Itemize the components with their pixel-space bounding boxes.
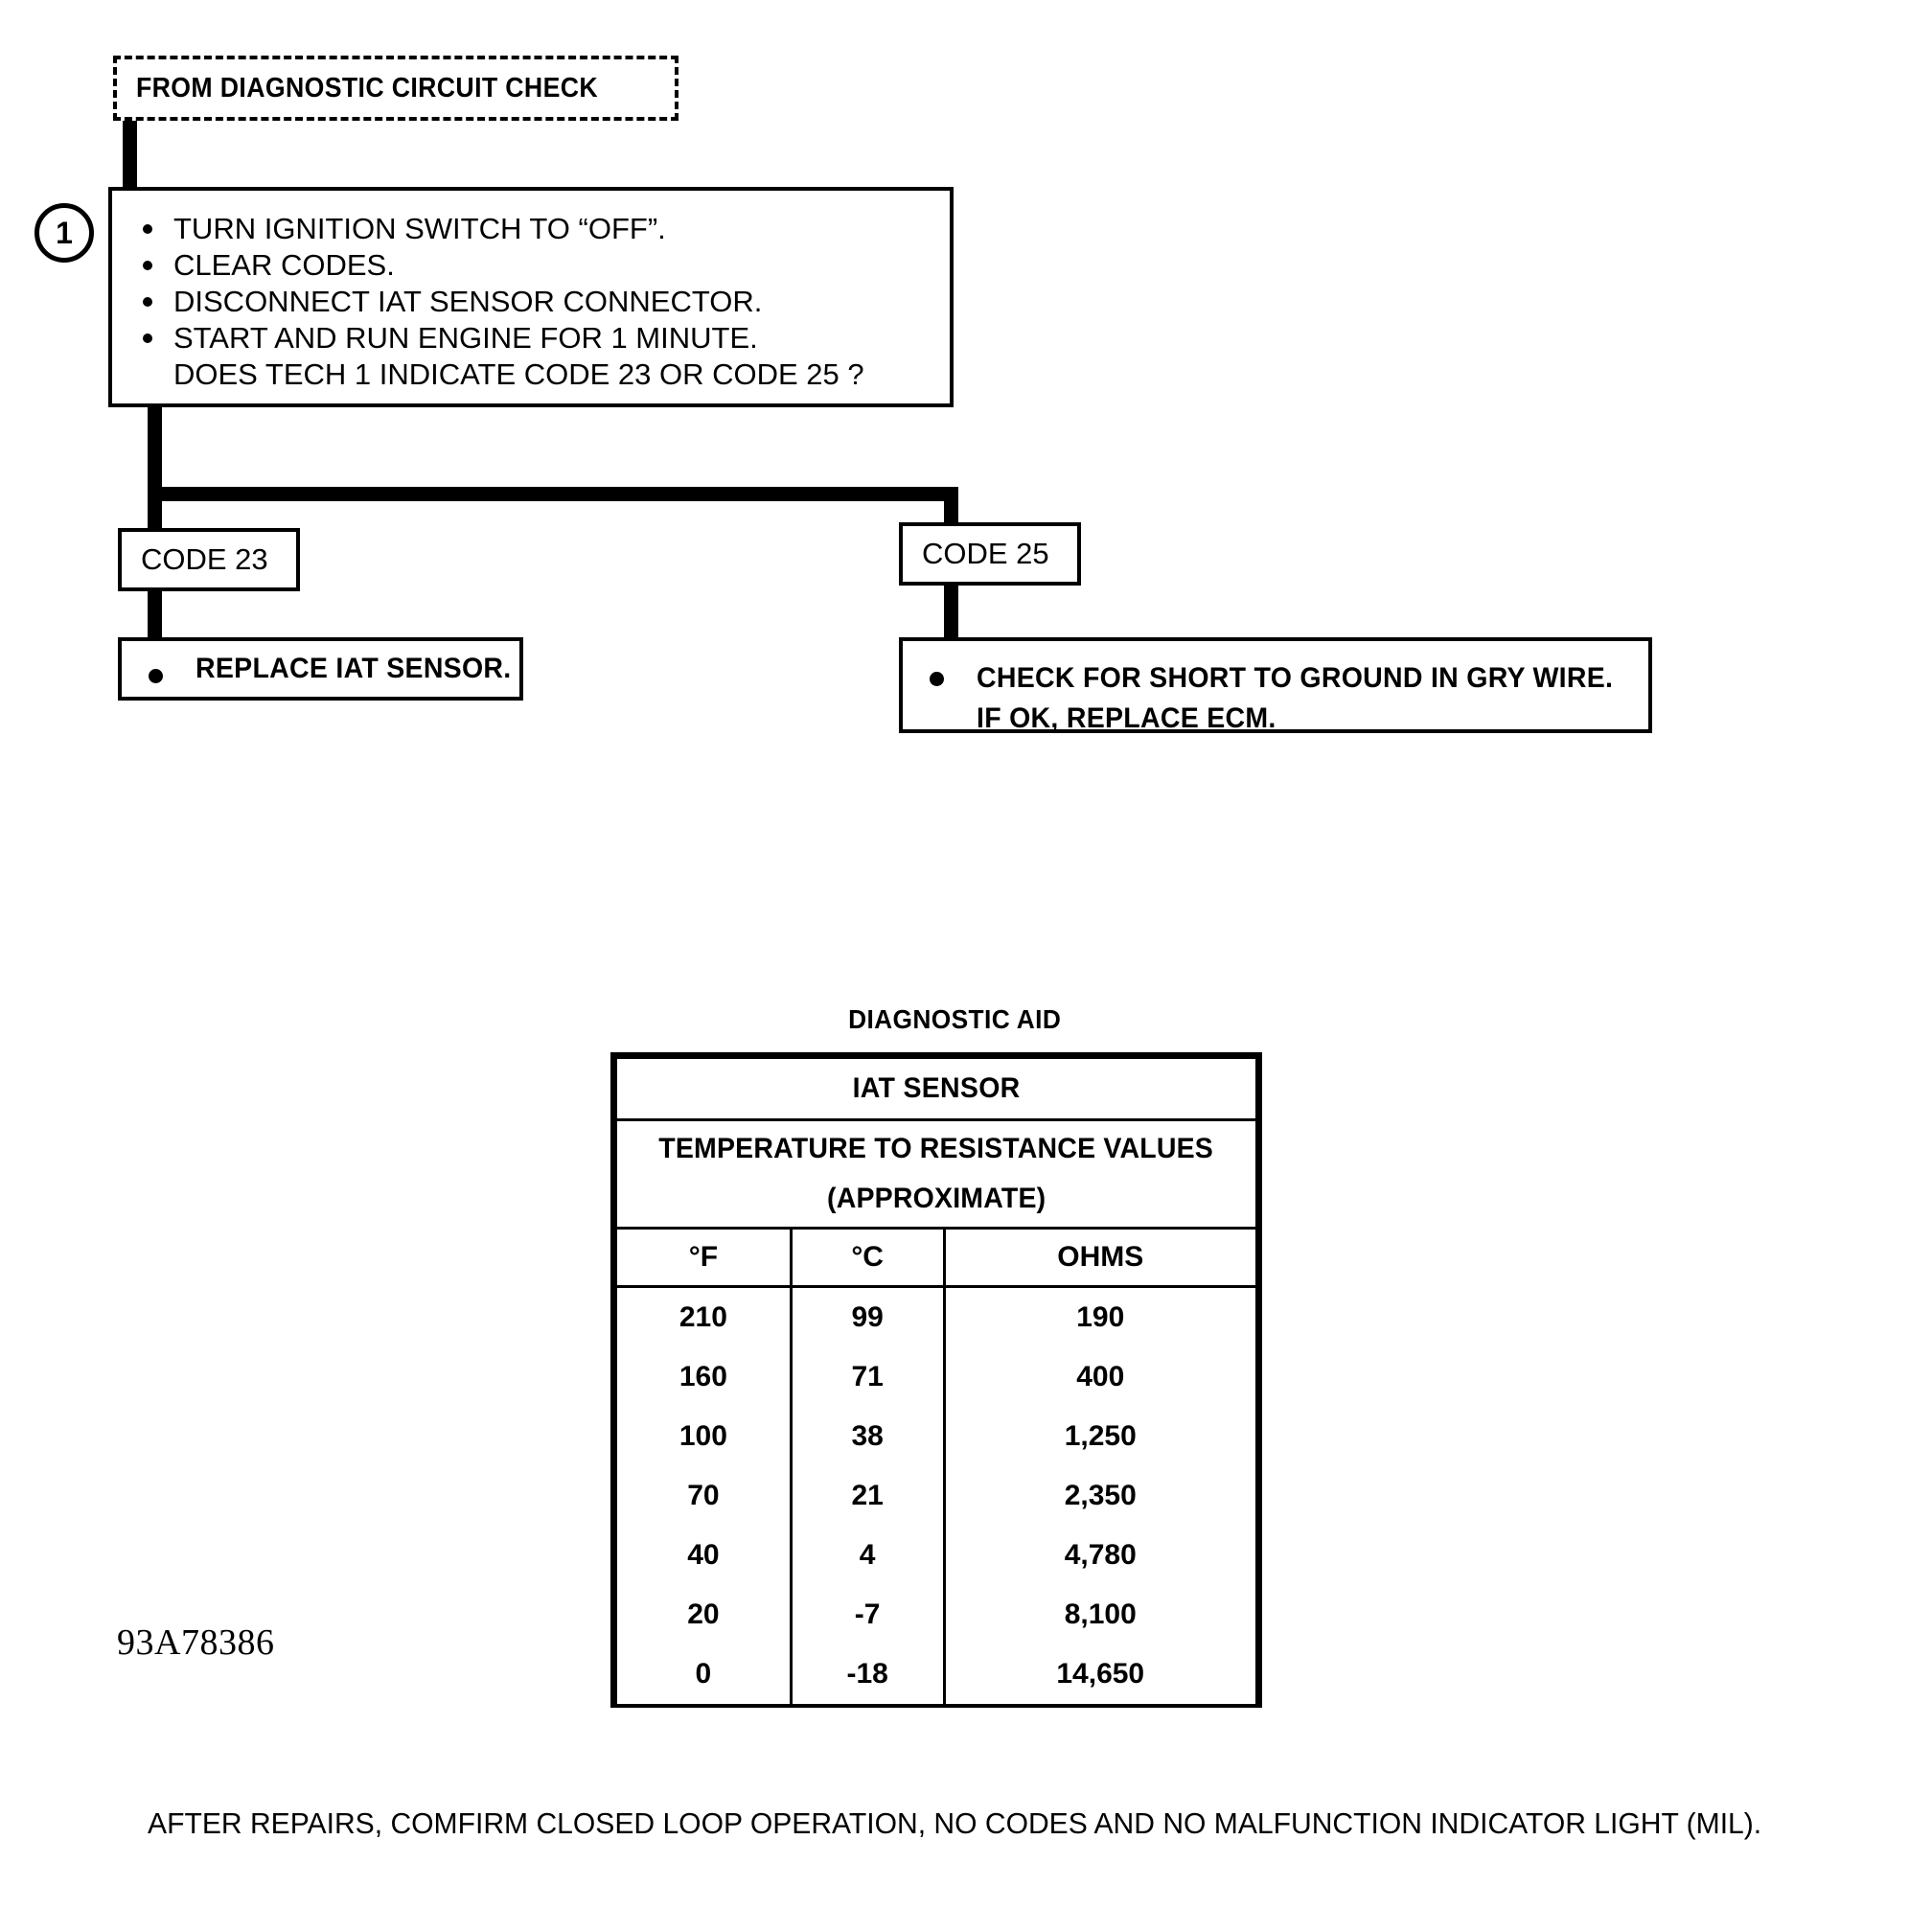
cell-fahrenheit: 40 [614, 1526, 793, 1585]
table-row: 20 -7 8,100 [614, 1585, 1258, 1644]
table-subtitle-row: TEMPERATURE TO RESISTANCE VALUES (APPROX… [614, 1118, 1258, 1230]
connector-entry-to-step1 [123, 121, 137, 188]
table-row: 160 71 400 [614, 1347, 1258, 1407]
table-row: 210 99 190 [614, 1285, 1258, 1347]
column-header-celsius: °C [789, 1227, 946, 1288]
connector-to-code25 [944, 487, 958, 525]
table-row: 70 21 2,350 [614, 1466, 1258, 1526]
cell-fahrenheit: 210 [614, 1285, 793, 1347]
code-25-label: CODE 25 [922, 537, 1049, 570]
instruction-text: TURN IGNITION SWITCH TO “OFF”. [173, 212, 666, 245]
footer-note-text: AFTER REPAIRS, COMFIRM CLOSED LOOP OPERA… [147, 1806, 1762, 1840]
action-box-replace-iat-sensor: REPLACE IAT SENSOR. [118, 637, 523, 701]
table-row: 100 38 1,250 [614, 1407, 1258, 1466]
instruction-bullet: TURN IGNITION SWITCH TO “OFF”. [133, 212, 950, 245]
table-row: 40 4 4,780 [614, 1526, 1258, 1585]
footer-note: AFTER REPAIRS, COMFIRM CLOSED LOOP OPERA… [0, 1806, 1909, 1841]
bullet-dot-icon [143, 261, 152, 270]
bullet-dot-icon [149, 668, 163, 683]
cell-ohms: 2,350 [942, 1466, 1258, 1526]
connector-code23-to-action [148, 591, 162, 639]
bullet-dot-icon [143, 334, 152, 343]
code-23-label: CODE 23 [141, 542, 268, 576]
bullet-dot-icon [143, 224, 152, 234]
table-subtitle-line1: TEMPERATURE TO RESISTANCE VALUES [658, 1133, 1214, 1164]
column-header-fahrenheit: °F [614, 1227, 793, 1288]
action-text: REPLACE IAT SENSOR. [196, 653, 512, 684]
table-title-row: IAT SENSOR [614, 1056, 1258, 1121]
step-number-badge: 1 [34, 203, 94, 263]
column-header-ohms: OHMS [942, 1227, 1258, 1288]
cell-fahrenheit: 160 [614, 1347, 793, 1407]
cell-ohms: 400 [942, 1347, 1258, 1407]
bullet-dot-icon [930, 672, 944, 686]
cell-celsius: -18 [789, 1644, 946, 1704]
code-25-box: CODE 25 [899, 522, 1081, 586]
action-text: CHECK FOR SHORT TO GROUND IN GRY WIRE. [977, 662, 1614, 694]
bullet-dot-icon [143, 297, 152, 307]
diagnostic-aid-title-text: DIAGNOSTIC AID [847, 1004, 1062, 1034]
iat-sensor-resistance-table: IAT SENSOR TEMPERATURE TO RESISTANCE VAL… [610, 1052, 1262, 1708]
cell-fahrenheit: 0 [614, 1644, 793, 1704]
code-23-box: CODE 23 [118, 528, 300, 591]
cell-celsius: -7 [789, 1585, 946, 1644]
action-text: IF OK, REPLACE ECM. [977, 702, 1276, 734]
instruction-text: DISCONNECT IAT SENSOR CONNECTOR. [173, 285, 763, 318]
cell-celsius: 4 [789, 1526, 946, 1585]
cell-ohms: 8,100 [942, 1585, 1258, 1644]
table-title-text: IAT SENSOR [852, 1072, 1021, 1104]
instruction-bullet: DISCONNECT IAT SENSOR CONNECTOR. [133, 285, 950, 318]
cell-celsius: 38 [789, 1407, 946, 1466]
cell-celsius: 99 [789, 1285, 946, 1347]
connector-to-code23 [148, 487, 162, 530]
instruction-text: CLEAR CODES. [173, 248, 395, 282]
table-subtitle-line2: (APPROXIMATE) [826, 1183, 1046, 1214]
cell-ohms: 14,650 [942, 1644, 1258, 1704]
part-number: 93A78386 [117, 1622, 275, 1663]
instruction-bullet: CLEAR CODES. [133, 248, 950, 282]
step1-question-text: DOES TECH 1 INDICATE CODE 23 OR CODE 25 … [173, 357, 864, 391]
cell-fahrenheit: 100 [614, 1407, 793, 1466]
table-row: 0 -18 14,650 [614, 1644, 1258, 1704]
step-number-label: 1 [56, 215, 73, 250]
connector-step1-down [148, 407, 162, 501]
step1-instruction-box: TURN IGNITION SWITCH TO “OFF”. CLEAR COD… [108, 187, 954, 407]
cell-celsius: 71 [789, 1347, 946, 1407]
table-subtitle-cell: TEMPERATURE TO RESISTANCE VALUES (APPROX… [614, 1118, 1258, 1230]
instruction-bullet: START AND RUN ENGINE FOR 1 MINUTE. [133, 321, 950, 355]
cell-fahrenheit: 70 [614, 1466, 793, 1526]
connector-horizontal-split [148, 487, 958, 501]
cell-fahrenheit: 20 [614, 1585, 793, 1644]
connector-code25-to-action [944, 586, 958, 639]
entry-node-label: FROM DIAGNOSTIC CIRCUIT CHECK [136, 72, 599, 104]
instruction-text: START AND RUN ENGINE FOR 1 MINUTE. [173, 321, 758, 355]
table-title-cell: IAT SENSOR [614, 1056, 1258, 1121]
table-header-row: °F °C OHMS [614, 1227, 1258, 1288]
cell-ohms: 4,780 [942, 1526, 1258, 1585]
cell-celsius: 21 [789, 1466, 946, 1526]
entry-node-diagnostic-circuit-check: FROM DIAGNOSTIC CIRCUIT CHECK [113, 56, 678, 121]
action-box-check-short-to-ground: CHECK FOR SHORT TO GROUND IN GRY WIRE. I… [899, 637, 1652, 734]
cell-ohms: 1,250 [942, 1407, 1258, 1466]
diagnostic-aid-title: DIAGNOSTIC AID [0, 1004, 1909, 1035]
cell-ohms: 190 [942, 1285, 1258, 1347]
